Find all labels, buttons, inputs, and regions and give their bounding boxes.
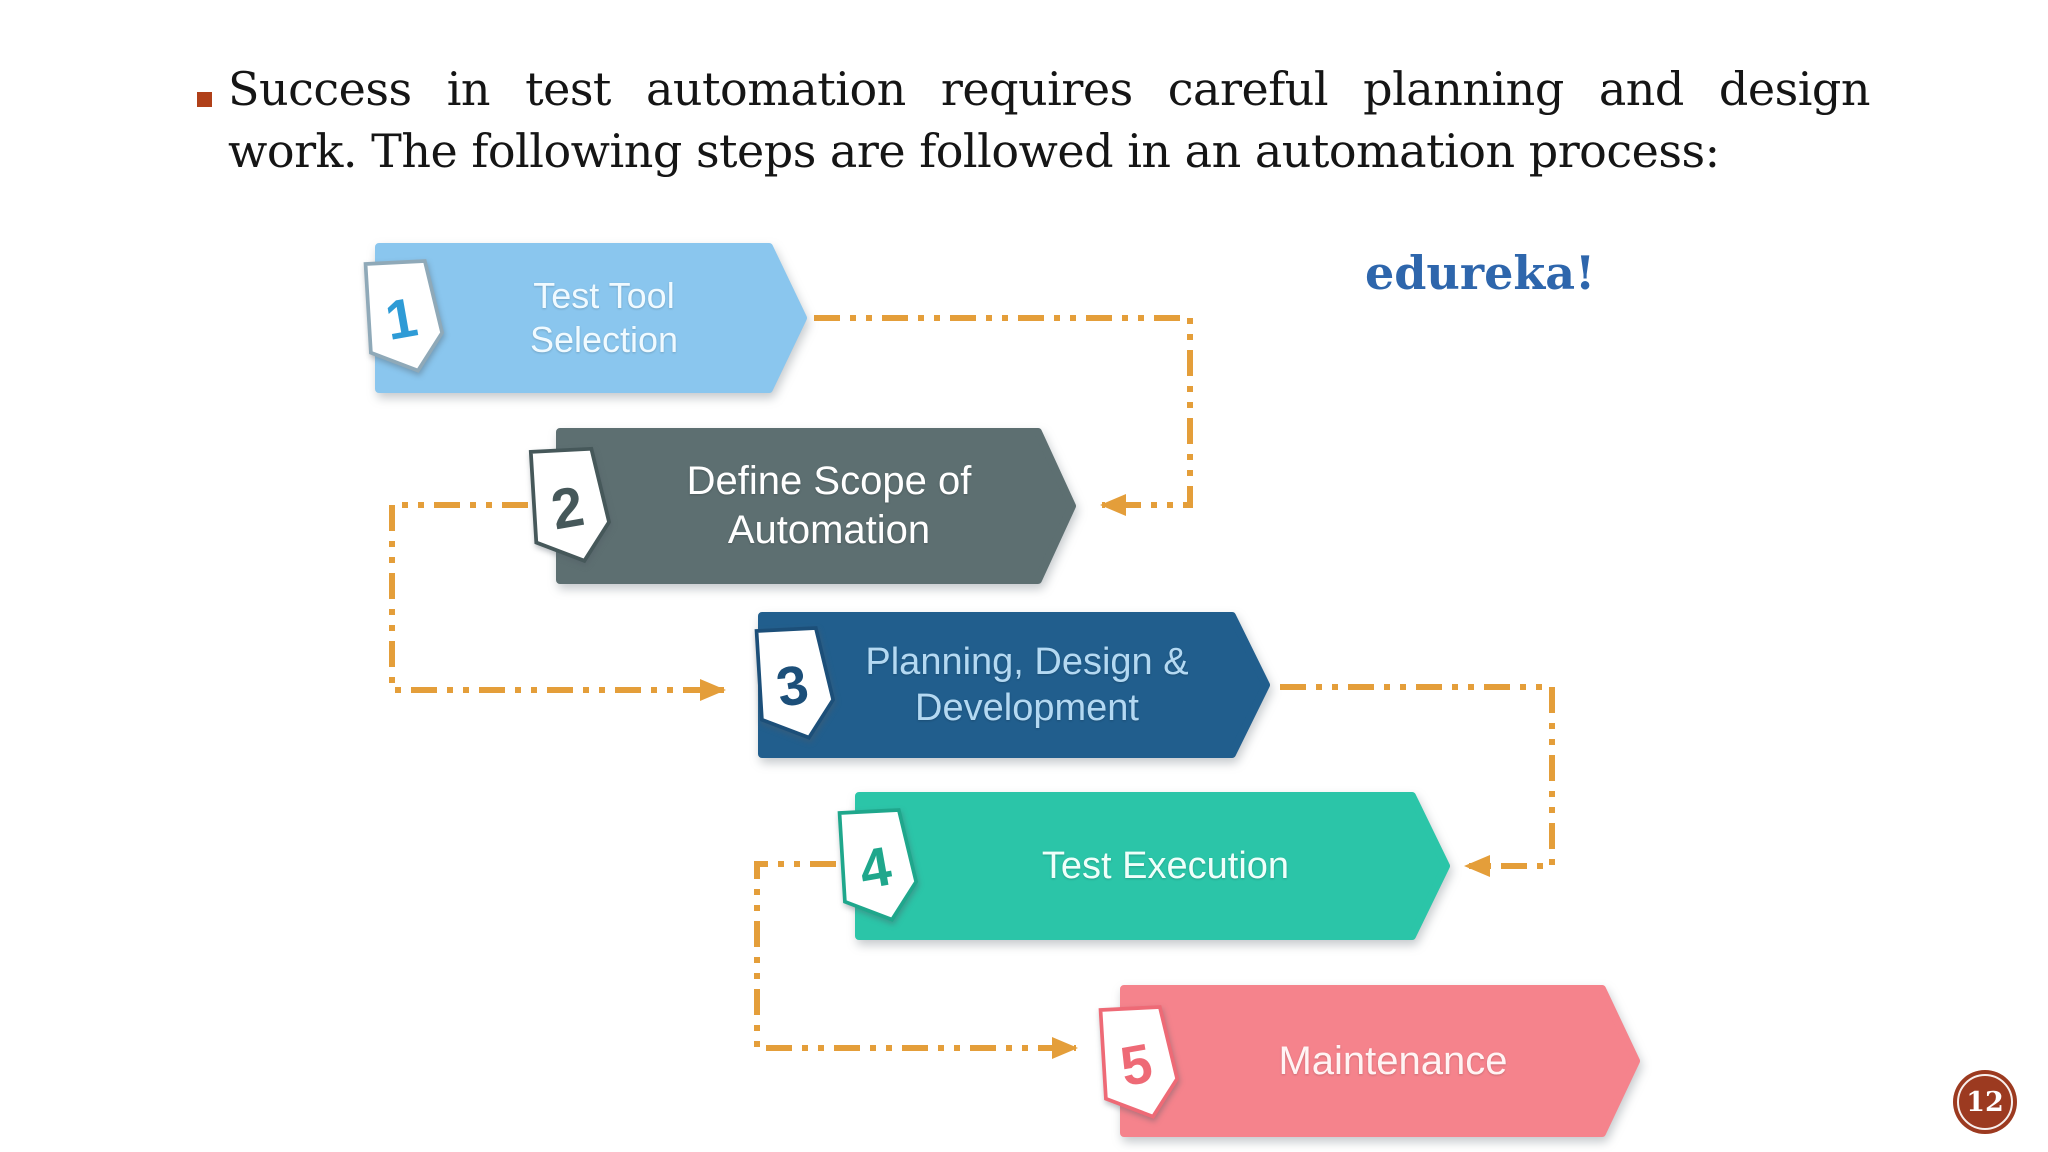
step-banner-shape xyxy=(556,428,1076,584)
step-label: Test Execution xyxy=(1041,844,1290,887)
step-label: Planning, Design & Development xyxy=(865,640,1189,729)
edureka-logo: edureka! xyxy=(1365,246,1596,300)
step-label: Maintenance xyxy=(1278,1038,1508,1083)
step-banner-shape xyxy=(1120,985,1640,1137)
heading-line-1: Success in test automation requires care… xyxy=(228,62,1871,116)
step-banner-shape xyxy=(855,792,1450,940)
bullet-square-icon xyxy=(197,92,212,107)
connector-step1-step2 xyxy=(814,315,1193,516)
step-3-planning-design-development: Planning, Design & Development 3 xyxy=(754,612,1270,758)
page-number-badge: 12 xyxy=(1953,1070,2017,1134)
heading: Success in test automation requires care… xyxy=(228,58,1871,182)
step-banner-shape xyxy=(758,612,1270,758)
step-number-badge: 2 xyxy=(528,446,612,564)
step-number-badge: 1 xyxy=(363,259,445,373)
connector-step4-step5 xyxy=(754,861,1078,1059)
connector-step3-step4 xyxy=(1280,684,1555,877)
page-number-ring: 12 xyxy=(1957,1074,2013,1130)
step-2-define-scope: Define Scope of Automation 2 xyxy=(528,428,1076,584)
step-label: Define Scope of Automation xyxy=(686,459,972,552)
step-number-badge: 4 xyxy=(837,808,919,922)
heading-line-2: work. The following steps are followed i… xyxy=(228,124,1720,178)
step-4-test-execution: Test Execution 4 xyxy=(837,792,1450,940)
step-banner-shape xyxy=(375,243,807,393)
step-1-test-tool-selection: Test Tool Selection 1 xyxy=(363,243,807,393)
page-number: 12 xyxy=(1966,1086,2004,1118)
step-number-badge: 5 xyxy=(1098,1005,1180,1119)
step-number-badge: 3 xyxy=(754,626,836,740)
step-5-maintenance: Maintenance 5 xyxy=(1098,985,1640,1137)
step-label: Test Tool Selection xyxy=(529,275,679,360)
connector-step2-step3 xyxy=(389,502,726,701)
